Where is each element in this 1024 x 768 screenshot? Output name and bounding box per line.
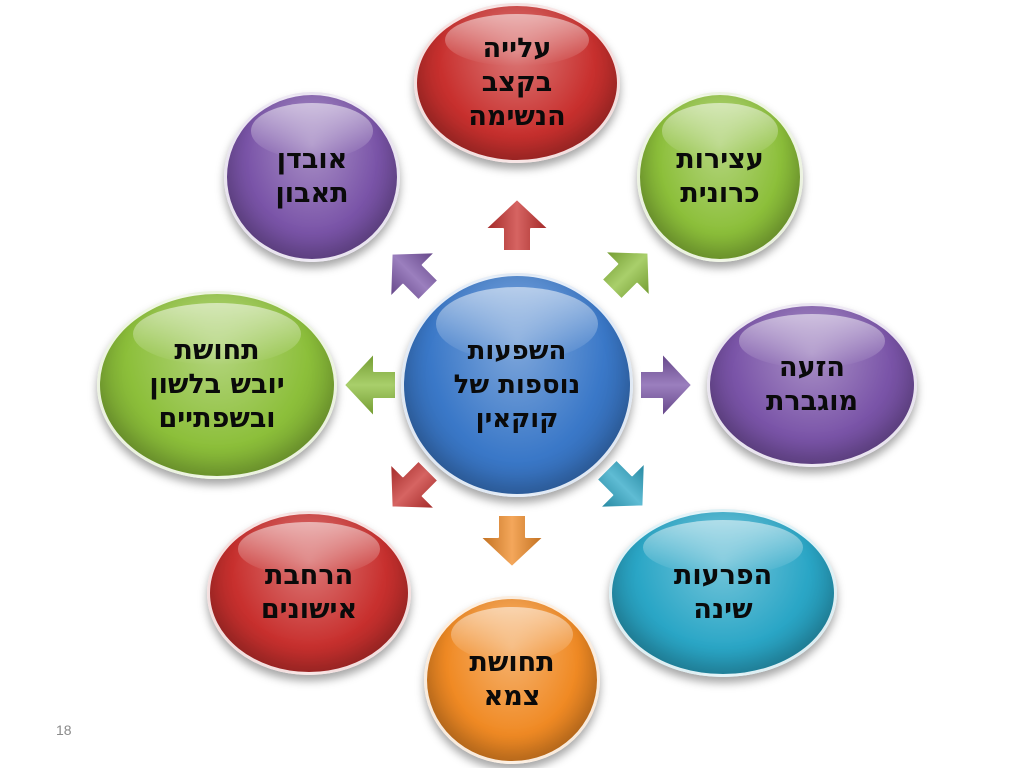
node-dry-mouth-line-1: תחושת <box>174 335 260 366</box>
arrow-to-thirst <box>479 514 545 568</box>
arrow-shape <box>389 459 440 510</box>
arrow-to-pupils <box>389 459 440 510</box>
node-vasoconstriction-line-2: כרונית <box>680 178 760 209</box>
node-thirst-line-2: צמא <box>483 681 541 712</box>
node-breathing-line-3: הנשימה <box>468 101 566 132</box>
arrow-shape <box>389 251 440 302</box>
arrow-shape <box>600 250 651 301</box>
node-sleep-line-1: הפרעות <box>673 560 773 591</box>
arrow-to-sweating <box>639 352 693 418</box>
center-line-1: השפעות <box>467 336 567 366</box>
arrow-to-breathing <box>484 198 550 252</box>
node-sweating: הזעה מוגברת <box>707 303 917 467</box>
arrow-shape <box>343 352 397 418</box>
node-sweating-line-2: מוגברת <box>765 386 859 417</box>
center-line-3: קוקאין <box>475 404 559 434</box>
slide-number: 18 <box>56 722 72 738</box>
node-dry-mouth: תחושת יובש בלשון ובשפתיים <box>97 291 337 479</box>
node-dry-mouth-line-2: יובש בלשון <box>149 369 285 400</box>
node-pupils-line-2: אישונים <box>260 594 358 625</box>
arrow-to-dry-mouth <box>343 352 397 418</box>
arrow-shape <box>595 458 646 509</box>
arrow-shape <box>484 198 550 252</box>
arrow-to-appetite <box>389 251 440 302</box>
center-line-2: נוספות של <box>453 370 581 400</box>
arrow-to-sleep <box>595 458 646 509</box>
center-node: השפעות נוספות של קוקאין <box>401 273 633 497</box>
node-vasoconstriction-line-1: עצירות <box>676 144 764 175</box>
node-dry-mouth-line-3: ובשפתיים <box>158 403 276 434</box>
arrow-to-vasoconstriction <box>600 250 651 301</box>
node-appetite: אובדן תאבון <box>224 92 400 262</box>
arrow-shape <box>479 514 545 568</box>
node-pupils-line-1: הרחבת <box>264 560 354 591</box>
node-breathing-line-2: בקצב <box>481 67 553 98</box>
node-thirst-line-1: תחושת <box>469 647 555 678</box>
node-sleep-line-2: שינה <box>693 594 753 625</box>
arrow-shape <box>639 352 693 418</box>
node-breathing: עלייה בקצב הנשימה <box>414 3 620 163</box>
node-thirst: תחושת צמא <box>424 596 600 764</box>
node-vasoconstriction: עצירות כרונית <box>637 92 803 262</box>
node-appetite-line-1: אובדן <box>276 144 348 175</box>
node-breathing-line-1: עלייה <box>482 33 552 64</box>
node-sleep: הפרעות שינה <box>609 509 837 677</box>
node-sweating-line-1: הזעה <box>779 352 845 383</box>
node-pupils: הרחבת אישונים <box>207 511 411 675</box>
node-appetite-line-2: תאבון <box>275 178 349 209</box>
